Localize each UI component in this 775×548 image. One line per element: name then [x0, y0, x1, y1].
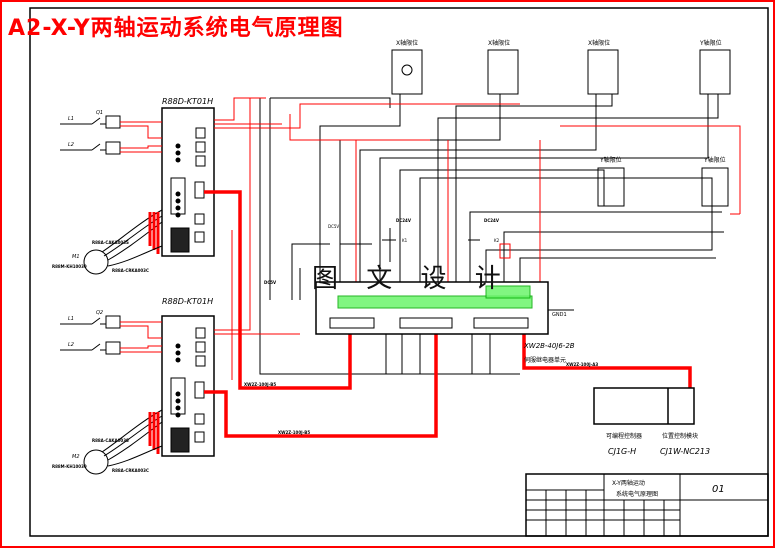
driver-1-model: R88D-KT01H — [162, 97, 213, 106]
driver-1-l1: L1 — [68, 116, 74, 122]
relay-terminal-unit: XW2B-40J6-2B 伺服继电器单元 — [315, 281, 575, 364]
servo-driver-1: R88D-KT01H L1 L2 Q1 M1 R88A-CAKA003S R88… — [52, 97, 215, 275]
driver-1-cable-power: R88A-CAKA003S — [92, 240, 129, 245]
driver-2-q: Q2 — [96, 310, 103, 316]
limit-switch-top-2-label: X轴限位 — [488, 39, 510, 47]
title-block — [525, 473, 769, 537]
relay-k1: K1 — [402, 238, 408, 243]
ground-label: GND1 — [552, 312, 567, 318]
driver-1-l2: L2 — [68, 142, 74, 148]
limit-switches-top: X轴限位 X轴限位 X轴限位 Y轴限位 — [391, 39, 731, 95]
cable-label-1: XW2Z-100J-B5 — [244, 382, 276, 387]
limit-switch-top-1-label: X轴限位 — [396, 39, 418, 47]
supply-in: DC5V — [328, 224, 339, 229]
limit-switch-mid-2-label: Y轴限位 — [703, 156, 726, 164]
limit-switch-top-3-label: X轴限位 — [588, 39, 610, 47]
driver-2-m: M2 — [72, 454, 80, 460]
supply-v1: DC5V — [264, 280, 277, 285]
drawing-number: 01 — [712, 484, 725, 495]
wiring-red — [214, 97, 741, 380]
driver-1-cable-encoder: R88A-CRKA003C — [112, 268, 149, 273]
power-supplies: DC5V DC24V DC24V K1 K2 DC5V GND1 — [264, 218, 567, 318]
supply-v3: DC24V — [484, 218, 500, 223]
relay-k2: K2 — [494, 238, 500, 243]
terminal-unit-desc: 伺服继电器单元 — [524, 356, 566, 364]
watermark: 图 文 设 计 — [312, 264, 511, 294]
page-title: A2-X-Y两轴运动系统电气原理图 — [8, 16, 344, 41]
cable-label-2: XW2Z-100J-B5 — [278, 430, 310, 435]
limit-switch-top-4-label: Y轴限位 — [699, 39, 722, 47]
title-block-name-1: X-Y两轴运动 — [612, 479, 645, 487]
plc-right-label: 位置控制模块 — [662, 432, 698, 440]
servo-driver-2: R88D-KT01H L1 L2 Q2 M2 R88A-CAKA003S R88… — [52, 297, 215, 475]
cable-label-3: XW2Z-100J-A3 — [566, 362, 598, 367]
driver-2-l2: L2 — [68, 342, 74, 348]
terminal-unit-model: XW2B-40J6-2B — [523, 342, 575, 350]
driver-2-motor: R88M-KH10030 — [52, 464, 87, 469]
driver-2-cable-power: R88A-CAKA003S — [92, 438, 129, 443]
supply-v2: DC24V — [396, 218, 412, 223]
plc-right-model: CJ1W-NC213 — [660, 447, 710, 456]
driver-2-cable-encoder: R88A-CRKA003C — [112, 468, 149, 473]
limit-switch-mid-1-label: Y轴限位 — [599, 156, 622, 164]
plc-left-model: CJ1G-H — [608, 447, 636, 456]
plc-unit: 可编程控制器 位置控制模块 CJ1G-H CJ1W-NC213 — [593, 387, 710, 456]
driver-2-l1: L1 — [68, 316, 74, 322]
title-block-name-2: 系统电气原理图 — [616, 490, 658, 498]
driver-2-model: R88D-KT01H — [162, 297, 213, 306]
plc-left-label: 可编程控制器 — [606, 432, 642, 440]
limit-switches-mid: Y轴限位 Y轴限位 — [597, 156, 729, 207]
driver-1-motor: R88M-KH10030 — [52, 264, 87, 269]
driver-1-m: M1 — [72, 254, 80, 260]
driver-1-q: Q1 — [96, 110, 103, 116]
